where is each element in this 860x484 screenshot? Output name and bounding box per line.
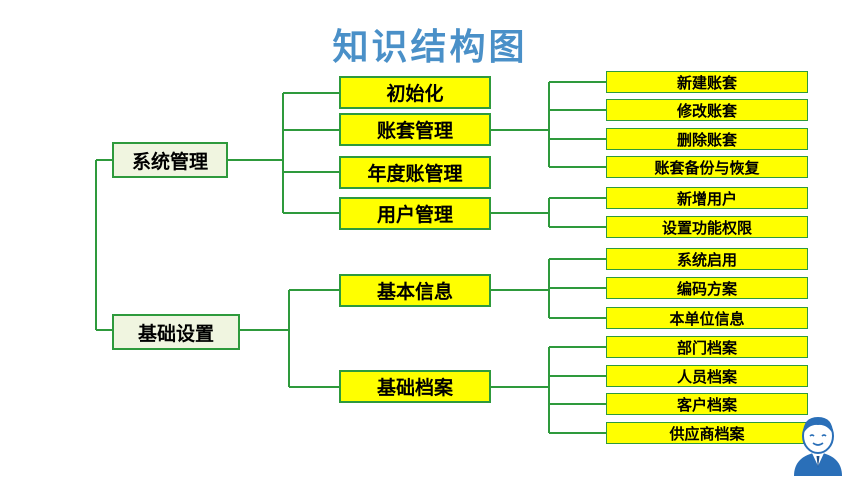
leaf-modify-account-set: 修改账套	[606, 99, 808, 121]
leaf-set-permissions: 设置功能权限	[606, 216, 808, 238]
leaf-delete-account-set: 删除账套	[606, 128, 808, 150]
leaf-staff-archive: 人员档案	[606, 365, 808, 387]
node-system-management: 系统管理	[112, 142, 228, 178]
leaf-customer-archive: 客户档案	[606, 393, 808, 415]
leaf-add-user: 新增用户	[606, 187, 808, 209]
leaf-department-archive: 部门档案	[606, 336, 808, 358]
node-initialization: 初始化	[339, 76, 491, 109]
node-basic-info: 基本信息	[339, 274, 491, 307]
node-account-set-management: 账套管理	[339, 113, 491, 146]
cartoon-person-icon	[794, 417, 842, 476]
leaf-company-info: 本单位信息	[606, 307, 808, 329]
leaf-coding-scheme: 编码方案	[606, 277, 808, 299]
leaf-system-enable: 系统启用	[606, 248, 808, 270]
leaf-backup-restore-account-set: 账套备份与恢复	[606, 156, 808, 178]
page-title: 知识结构图	[332, 27, 528, 68]
node-basic-archives: 基础档案	[339, 370, 491, 403]
leaf-new-account-set: 新建账套	[606, 71, 808, 93]
leaf-supplier-archive: 供应商档案	[606, 422, 808, 444]
node-annual-account-management: 年度账管理	[339, 156, 491, 189]
node-basic-settings: 基础设置	[112, 314, 240, 350]
node-user-management: 用户管理	[339, 197, 491, 230]
